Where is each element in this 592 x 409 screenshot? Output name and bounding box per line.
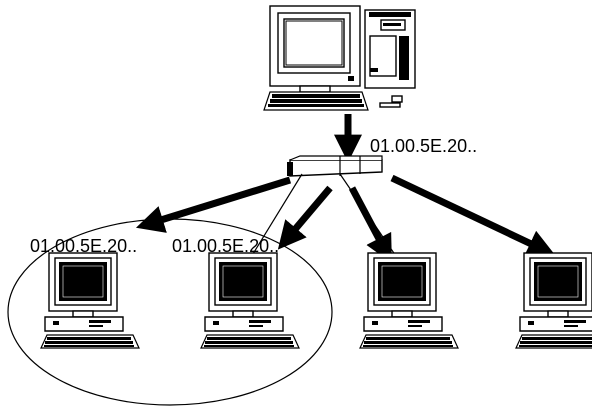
client-computer-4 bbox=[515, 252, 592, 349]
cable-client-1 bbox=[247, 173, 303, 263]
client-computer-1 bbox=[40, 252, 140, 349]
client-computer-2 bbox=[200, 252, 300, 349]
server-computer bbox=[263, 5, 416, 111]
client-2-address-label: 01.00.5E.20.. bbox=[172, 236, 279, 256]
uplink-address-label: 01.00.5E.20.. bbox=[370, 136, 477, 156]
multicast-arrows bbox=[135, 174, 556, 264]
client-1-address-label: 01.00.5E.20.. bbox=[30, 236, 137, 256]
client-computer-3 bbox=[359, 252, 459, 349]
multicast-group-ellipse bbox=[7, 218, 333, 406]
network-switch bbox=[287, 155, 383, 177]
